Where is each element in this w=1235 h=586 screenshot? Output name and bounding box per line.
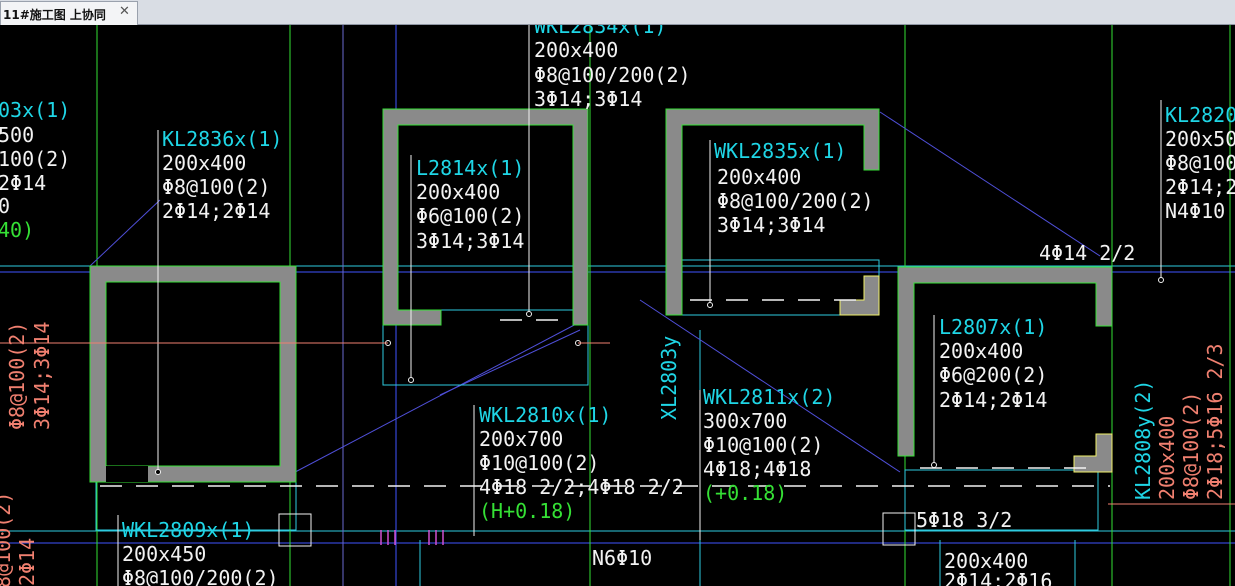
wkl2810-size: 200x700: [479, 427, 563, 451]
wkl2835-stirrup: Φ8@100/200(2): [717, 189, 874, 213]
l2807-name: L2807x(1): [939, 315, 1047, 339]
leader-lines: [117, 25, 1162, 586]
kl2820-stirrup: Φ8@100/: [1165, 151, 1235, 175]
bottom-bars: 2Φ14;2Φ16: [944, 569, 1052, 586]
note-n6phi10: N6Φ10: [592, 546, 652, 570]
l2807-stirrup: Φ6@200(2): [939, 363, 1047, 387]
left-vert-3: Φ8@100(2): [0, 492, 15, 586]
wkl2835-name: WKL2835x(1): [714, 139, 846, 163]
reference-lines: [0, 342, 1235, 505]
wkl2834-size: 200x400: [534, 38, 618, 62]
l2814-stirrup: Φ6@100(2): [416, 204, 524, 228]
kl2820-size: 200x500: [1165, 127, 1235, 151]
l2814-size: 200x400: [416, 180, 500, 204]
wkl2810-level: (H+0.18): [479, 499, 575, 523]
label-frag-6: 40): [0, 218, 34, 242]
wkl2809-stirrup: Φ8@100/200(2): [122, 566, 279, 586]
label-frag-1: 03x(1): [0, 98, 70, 122]
xl2803-label: XL2803y: [657, 336, 681, 420]
cad-drawing-canvas[interactable]: 03x(1) 500 100(2) 2Φ14 0 40) KL2836x(1) …: [0, 25, 1235, 586]
label-frag-5: 0: [0, 194, 10, 218]
kl2808-bars: 2Φ18;5Φ16 2/3: [1203, 343, 1227, 500]
note-5phi18: 5Φ18 3/2: [916, 508, 1012, 532]
dashed-lines: [100, 299, 1110, 487]
wkl2811-size: 300x700: [703, 409, 787, 433]
document-tab[interactable]: 11#施工图 上协同 ✕: [0, 1, 138, 25]
section-ticks: [380, 530, 444, 545]
l2814-name: L2814x(1): [416, 156, 524, 180]
label-frag-4: 2Φ14: [0, 171, 46, 195]
left-vert-4: 2Φ14: [15, 538, 39, 586]
wkl2809-size: 200x450: [122, 542, 206, 566]
beam-annotations: 03x(1) 500 100(2) 2Φ14 0 40) KL2836x(1) …: [0, 25, 1235, 586]
wkl2835-size: 200x400: [717, 165, 801, 189]
wkl2810-stirrup: Φ10@100(2): [479, 451, 599, 475]
kl2820-name: KL2820x: [1165, 103, 1235, 127]
note-4phi14: 4Φ14 2/2: [1039, 241, 1135, 265]
label-frag-3: 100(2): [0, 147, 70, 171]
wkl2834-bars: 3Φ14;3Φ14: [534, 87, 642, 111]
kl2836-size: 200x400: [162, 151, 246, 175]
l2814-bars: 3Φ14;3Φ14: [416, 229, 524, 253]
diagonal-lines: [89, 111, 1101, 481]
close-icon[interactable]: ✕: [119, 4, 130, 19]
bottom-size: 200x400: [944, 549, 1028, 573]
wkl2835-bars: 3Φ14;3Φ14: [717, 213, 825, 237]
kl2808-stirrup: Φ8@100(2): [1179, 392, 1203, 500]
wkl2834-stirrup: Φ8@100/200(2): [534, 63, 691, 87]
kl2808-size: 200x400: [1155, 416, 1179, 500]
wkl2811-bars: 4Φ18;4Φ18: [703, 457, 811, 481]
left-vert-1: Φ8@100(2): [5, 322, 29, 430]
label-frag-2: 500: [0, 123, 34, 147]
kl2820-extra: N4Φ10: [1165, 199, 1225, 223]
document-tab-bar: 11#施工图 上协同 ✕: [0, 0, 1235, 25]
wkl2811-stirrup: Φ10@100(2): [703, 433, 823, 457]
left-vert-2: 3Φ14;3Φ14: [30, 322, 54, 430]
kl2836-name: KL2836x(1): [162, 127, 282, 151]
wkl2811-name: WKL2811x(2): [703, 385, 835, 409]
wkl2834-name: WKL2834x(1): [534, 25, 666, 38]
l2807-size: 200x400: [939, 339, 1023, 363]
drawing-background: [0, 25, 1235, 586]
opening-frames: [89, 108, 1113, 547]
l2807-bars: 2Φ14;2Φ14: [939, 388, 1047, 412]
tab-title: 11#施工图 上协同: [3, 8, 106, 22]
kl2836-bars: 2Φ14;2Φ14: [162, 199, 270, 223]
wkl2810-bars: 4Φ18 2/2;4Φ18 2/2: [479, 475, 684, 499]
kl2820-bars: 2Φ14;2Φ: [1165, 175, 1235, 199]
wkl2809-name: WKL2809x(1): [122, 518, 254, 542]
wkl2810-name: WKL2810x(1): [479, 403, 611, 427]
kl2808-name: KL2808y(2): [1131, 380, 1155, 500]
wkl2811-level: (+0.18): [703, 481, 787, 505]
kl2836-stirrup: Φ8@100(2): [162, 175, 270, 199]
